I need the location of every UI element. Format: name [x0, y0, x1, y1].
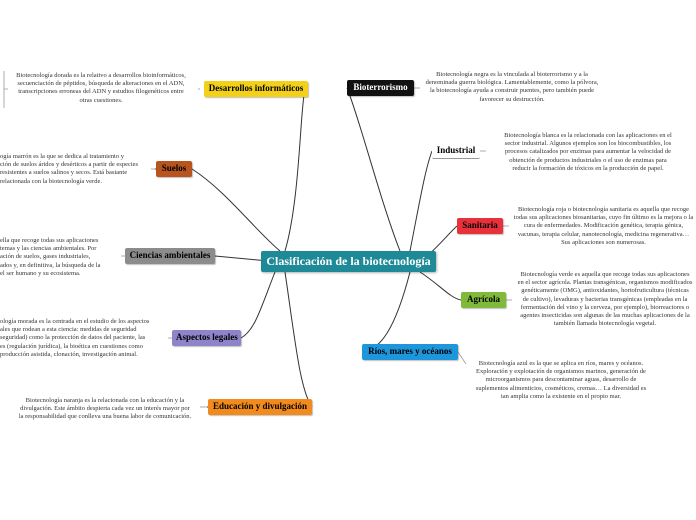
- desc-educacion-divulgacion: Biotecnología naranja es la relacionada …: [18, 397, 192, 421]
- node-suelos[interactable]: Suelos: [156, 161, 192, 177]
- node-educacion-divulgacion[interactable]: Educación y divulgación: [208, 399, 312, 415]
- node-aspectos-legales[interactable]: Aspectos legales: [172, 330, 241, 346]
- node-agricola[interactable]: Agrícola: [461, 292, 506, 308]
- node-bioterrorismo[interactable]: Bioterrorismo: [347, 80, 414, 96]
- desc-aspectos-legales: ología morada es la centrada en el estud…: [0, 318, 150, 358]
- desc-agricola: Biotecnología verde es aquella que recog…: [517, 271, 693, 328]
- desc-rios-mares-oceanos: Biotecnología azul es la que se aplica e…: [475, 360, 647, 400]
- desc-desarrollos-informaticos: Biotecnología dorada es la relativo a de…: [16, 72, 186, 104]
- node-sanitaria[interactable]: Sanitaria: [457, 218, 503, 234]
- desc-industrial: Biotecnología blanca es la relacionada c…: [504, 132, 672, 172]
- desc-bioterrorismo: Biotecnología negra es la vinculada al b…: [425, 71, 599, 103]
- node-desarrollos-informaticos[interactable]: Desarrollos informáticos: [204, 81, 308, 97]
- desc-ciencias-ambientales: ella que recoge todas sus aplicaciones t…: [0, 237, 101, 277]
- desc-sanitaria: Biotecnología roja o biotecnología sanit…: [513, 206, 694, 246]
- center-node[interactable]: Clasificación de la biotecnología: [261, 251, 436, 272]
- node-rios-mares-oceanos[interactable]: Ríos, mares y océanos: [362, 344, 458, 360]
- desc-suelos: ogía marrón es la que se dedica al trata…: [0, 153, 139, 185]
- node-industrial[interactable]: Industrial: [432, 143, 480, 159]
- node-ciencias-ambientales[interactable]: Ciencias ambientales: [125, 248, 215, 264]
